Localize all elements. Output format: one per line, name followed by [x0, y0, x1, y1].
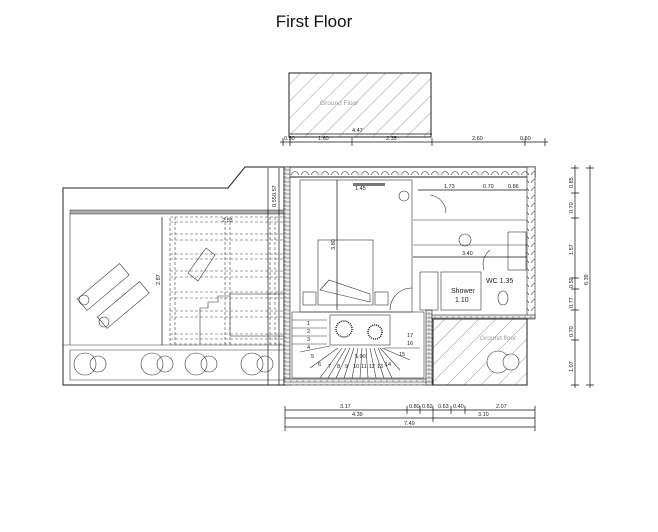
- dim-label: 2.87: [156, 274, 162, 285]
- ground-floor-bottom-area: Ground floor: [432, 318, 528, 386]
- staircase: 1 2 3 4 5 6 7 8 9 10 11 12 13 14 15 16 1…: [291, 311, 425, 379]
- dim-label: 2.07: [496, 404, 507, 410]
- svg-text:4: 4: [307, 345, 310, 351]
- door-swing: [389, 287, 413, 311]
- dim-label: 0.57: [272, 185, 278, 196]
- pergola: [169, 216, 286, 345]
- dim-label: 2.60: [472, 136, 483, 142]
- dim-label: 2.35: [386, 136, 397, 142]
- dim-label: 1.73: [444, 184, 455, 190]
- dim-label: 7.49: [404, 421, 415, 427]
- bathroom: 1.73 0.70 0.86 3.40 Shower 1.10 WC 1.35: [413, 184, 527, 311]
- dim-label: 6.39: [584, 274, 590, 285]
- svg-text:3: 3: [307, 337, 310, 343]
- svg-text:12: 12: [369, 364, 375, 370]
- dim-label: 0.63: [438, 404, 449, 410]
- dim-label: 0.77: [569, 297, 575, 308]
- dim-label: 0.55: [272, 196, 278, 207]
- svg-text:8: 8: [337, 364, 340, 370]
- dim-label: 0.85: [569, 177, 575, 188]
- svg-text:16: 16: [407, 341, 413, 347]
- dim-label: 0.82: [422, 404, 433, 410]
- drawing-title: First Floor: [275, 12, 353, 31]
- svg-text:5: 5: [311, 354, 314, 360]
- dim-label: 0.50: [284, 136, 295, 142]
- dim-label: 1.57: [569, 244, 575, 255]
- plant-icon: [486, 350, 520, 374]
- svg-text:11: 11: [361, 364, 367, 370]
- dim-label: 0.80: [409, 404, 420, 410]
- svg-text:1: 1: [307, 321, 310, 327]
- plant-icon: [73, 352, 274, 376]
- right-dimensions: 0.85 0.70 1.57 0.50 0.77 0.70 1.07 6.39: [569, 165, 594, 388]
- svg-text:14: 14: [385, 362, 391, 368]
- svg-text:10: 10: [353, 364, 359, 370]
- ground-floor-label: Ground floor: [480, 335, 517, 342]
- dim-label: 0.86: [508, 184, 519, 190]
- dim-label: 3.80: [331, 239, 337, 250]
- building-walls: [283, 166, 536, 386]
- dim-label: 0.70: [569, 202, 575, 213]
- bed-icon: [302, 239, 389, 306]
- dim-label: 1.45: [355, 186, 366, 192]
- plant-icon: [335, 320, 383, 340]
- toilet-icon: [497, 290, 509, 306]
- svg-text:9: 9: [345, 364, 348, 370]
- ground-floor-label: Ground Floor: [320, 100, 359, 107]
- dim-label: 0.40: [453, 404, 464, 410]
- dim-label: 3.17: [340, 404, 351, 410]
- stair-step-numbers: 1 2 3 4 5 6 7 8 9 10 11 12 13 14 15 16 1…: [307, 321, 413, 370]
- svg-text:7: 7: [328, 364, 331, 370]
- dim-label: 1.60: [318, 136, 329, 142]
- room-label-shower: Shower: [451, 288, 475, 295]
- top-dimensions: 4.47 0.50 1.60 2.35 2.60 0.50: [280, 128, 548, 146]
- dim-label: 1.07: [569, 361, 575, 372]
- svg-text:2: 2: [307, 329, 310, 335]
- dim-label: 4.39: [352, 412, 363, 418]
- dim-label: 0.70: [569, 326, 575, 337]
- door-swing: [429, 194, 447, 214]
- sun-lounger-icon: [76, 263, 150, 329]
- dim-label: 4.47: [352, 128, 363, 134]
- dim-label: 0.50: [520, 136, 531, 142]
- shower-dim: 1.10: [455, 297, 469, 304]
- dim-label: 0.50: [569, 277, 575, 288]
- room-label-wc: WC 1.35: [486, 278, 513, 285]
- svg-text:17: 17: [407, 333, 413, 339]
- sink-icon: [458, 233, 472, 247]
- terrace: 2.87 2.53 0.57 0.55: [62, 166, 286, 386]
- dim-label: 3.40: [462, 251, 473, 257]
- dim-label: 3.10: [478, 412, 489, 418]
- svg-text:13: 13: [377, 364, 383, 370]
- dim-label: 0.70: [483, 184, 494, 190]
- svg-text:6: 6: [318, 362, 321, 368]
- bedroom: 3.80 1.45: [299, 179, 447, 313]
- dim-label: 5.00: [355, 354, 366, 360]
- dim-label: 2.53: [222, 218, 233, 224]
- ground-floor-top-area: Ground Floor: [288, 72, 432, 138]
- bottom-dimensions: 3.17 0.80 0.82 0.63 0.40 2.07 4.39 3.10 …: [284, 404, 536, 431]
- svg-text:15: 15: [399, 352, 405, 358]
